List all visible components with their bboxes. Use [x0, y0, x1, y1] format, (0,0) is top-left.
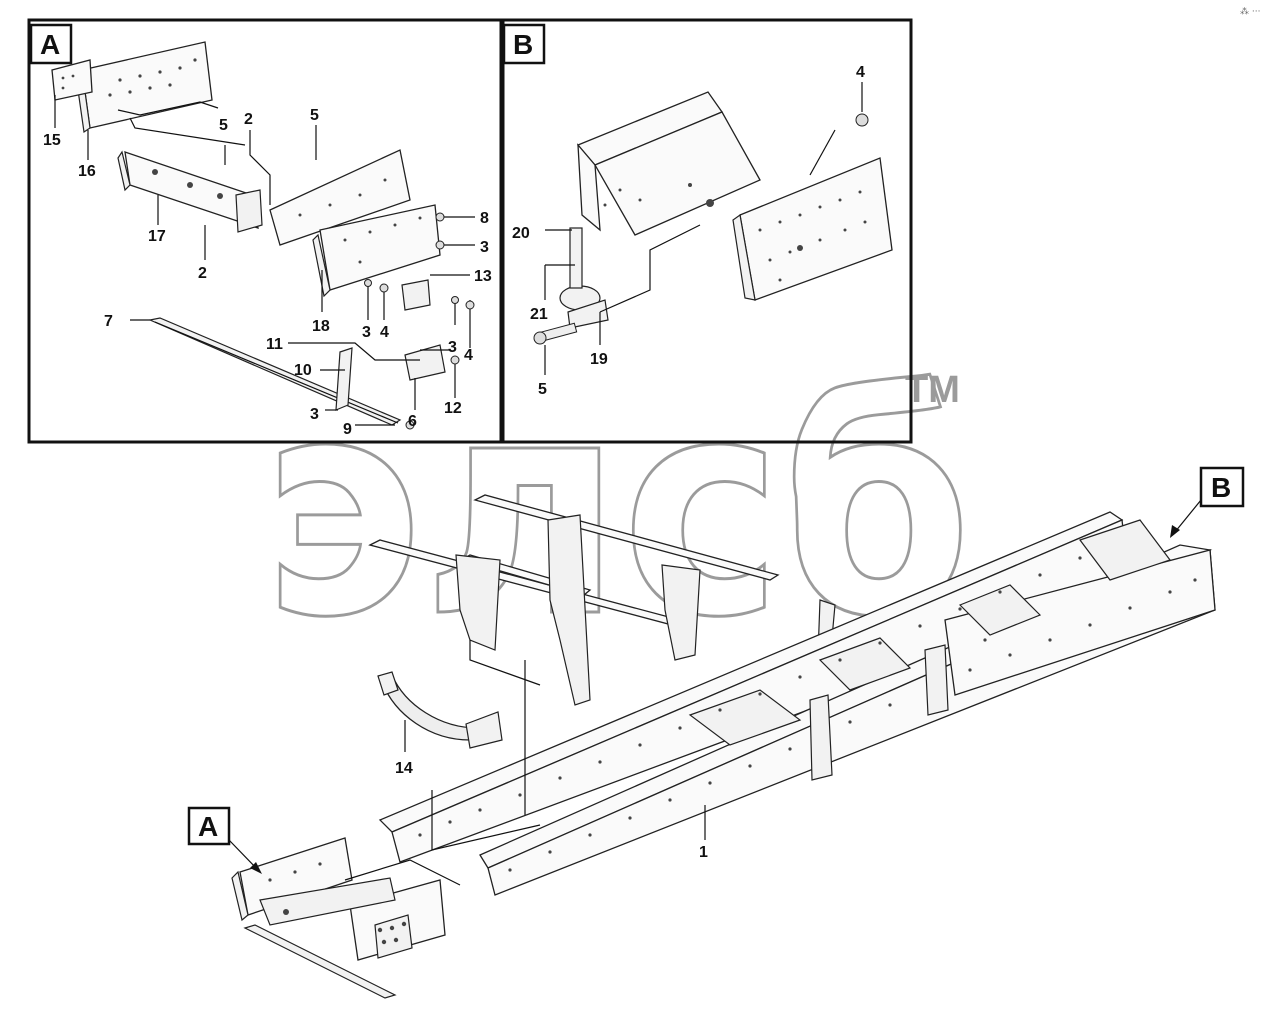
bracket-6 — [404, 344, 446, 381]
watermark-tm: TM — [905, 369, 960, 411]
part-number-2: 2 — [244, 111, 253, 128]
part-number-2: 2 — [198, 265, 207, 282]
detail-box-b: B — [499, 18, 913, 444]
washer-icon — [435, 240, 445, 250]
part-number-21: 21 — [530, 306, 548, 323]
part-number-7: 7 — [104, 313, 113, 330]
rear-crossmember-assembly — [576, 91, 893, 301]
part-number-6: 6 — [408, 413, 417, 430]
tow-hook-19 — [559, 227, 609, 329]
nut-icon — [450, 355, 460, 365]
crossmember-gusset — [455, 554, 501, 651]
crossmember-17 — [117, 150, 263, 233]
callout-b-label: B — [1211, 472, 1231, 503]
detail-box-a: A — [27, 18, 505, 444]
part-number-8: 8 — [480, 210, 489, 227]
detail-box-a-label: A — [40, 29, 60, 60]
vertical-bracket — [924, 644, 949, 716]
crossmember-gusset — [547, 514, 591, 706]
box-a-leaders — [54, 95, 475, 426]
part-number-5: 5 — [538, 381, 547, 398]
rod-10 — [335, 347, 353, 411]
part-number-4: 4 — [856, 64, 865, 81]
box-b-leaders — [544, 82, 863, 375]
nut-icon — [855, 113, 869, 127]
part-number-19: 19 — [590, 351, 608, 368]
front-crossmember-assembly — [51, 41, 219, 134]
washer-icon — [451, 296, 459, 304]
part-number-16: 16 — [78, 163, 96, 180]
part-number-3: 3 — [310, 406, 319, 423]
pin-icon — [405, 420, 415, 430]
part-number-12: 12 — [444, 400, 462, 417]
chassis-frame — [231, 494, 1216, 999]
part-number-3: 3 — [480, 239, 489, 256]
crossmember-beam — [473, 494, 780, 581]
nut-icon — [379, 283, 389, 293]
callout-b: B — [1170, 466, 1245, 538]
part-number-15: 15 — [43, 132, 61, 149]
part-number-3: 3 — [362, 324, 371, 341]
part-number-10: 10 — [294, 362, 312, 379]
front-bumper-assembly — [231, 837, 461, 999]
corner-mark: ⁂ ··· — [1240, 6, 1260, 17]
part-number-17: 17 — [148, 228, 166, 245]
vertical-bracket — [809, 694, 833, 781]
lower-strap — [243, 924, 397, 999]
part-number-4: 4 — [464, 347, 473, 364]
part-number-11: 11 — [266, 336, 283, 353]
part-number-4: 4 — [380, 324, 389, 341]
part-number-1: 1 — [699, 844, 708, 861]
part-number-13: 13 — [474, 268, 492, 285]
bolt-icon — [435, 212, 445, 222]
part-number-3: 3 — [448, 339, 457, 356]
part-number-18: 18 — [312, 318, 330, 335]
washer-icon — [364, 279, 372, 287]
bracket-13 — [401, 279, 431, 311]
part-number-5: 5 — [219, 117, 228, 134]
nut-icon — [465, 300, 475, 310]
bolt-5 — [533, 322, 578, 345]
watermark: элсб TM — [261, 333, 974, 685]
callout-a: A — [187, 806, 262, 874]
part-number-5: 5 — [310, 107, 319, 124]
part-number-20: 20 — [512, 225, 530, 242]
gusset-plate-assembly — [269, 149, 441, 298]
hose-bracket-14 — [377, 671, 503, 749]
rail-holes — [418, 556, 1197, 872]
box-a-bolts — [364, 212, 475, 430]
callout-a-label: A — [198, 811, 218, 842]
crossmember-gusset — [661, 564, 701, 661]
part-number-14: 14 — [395, 760, 413, 777]
detail-box-b-tag — [502, 23, 546, 65]
detail-box-a-tag — [29, 23, 73, 65]
part-number-9: 9 — [343, 421, 352, 438]
detail-box-b-label: B — [513, 29, 533, 60]
